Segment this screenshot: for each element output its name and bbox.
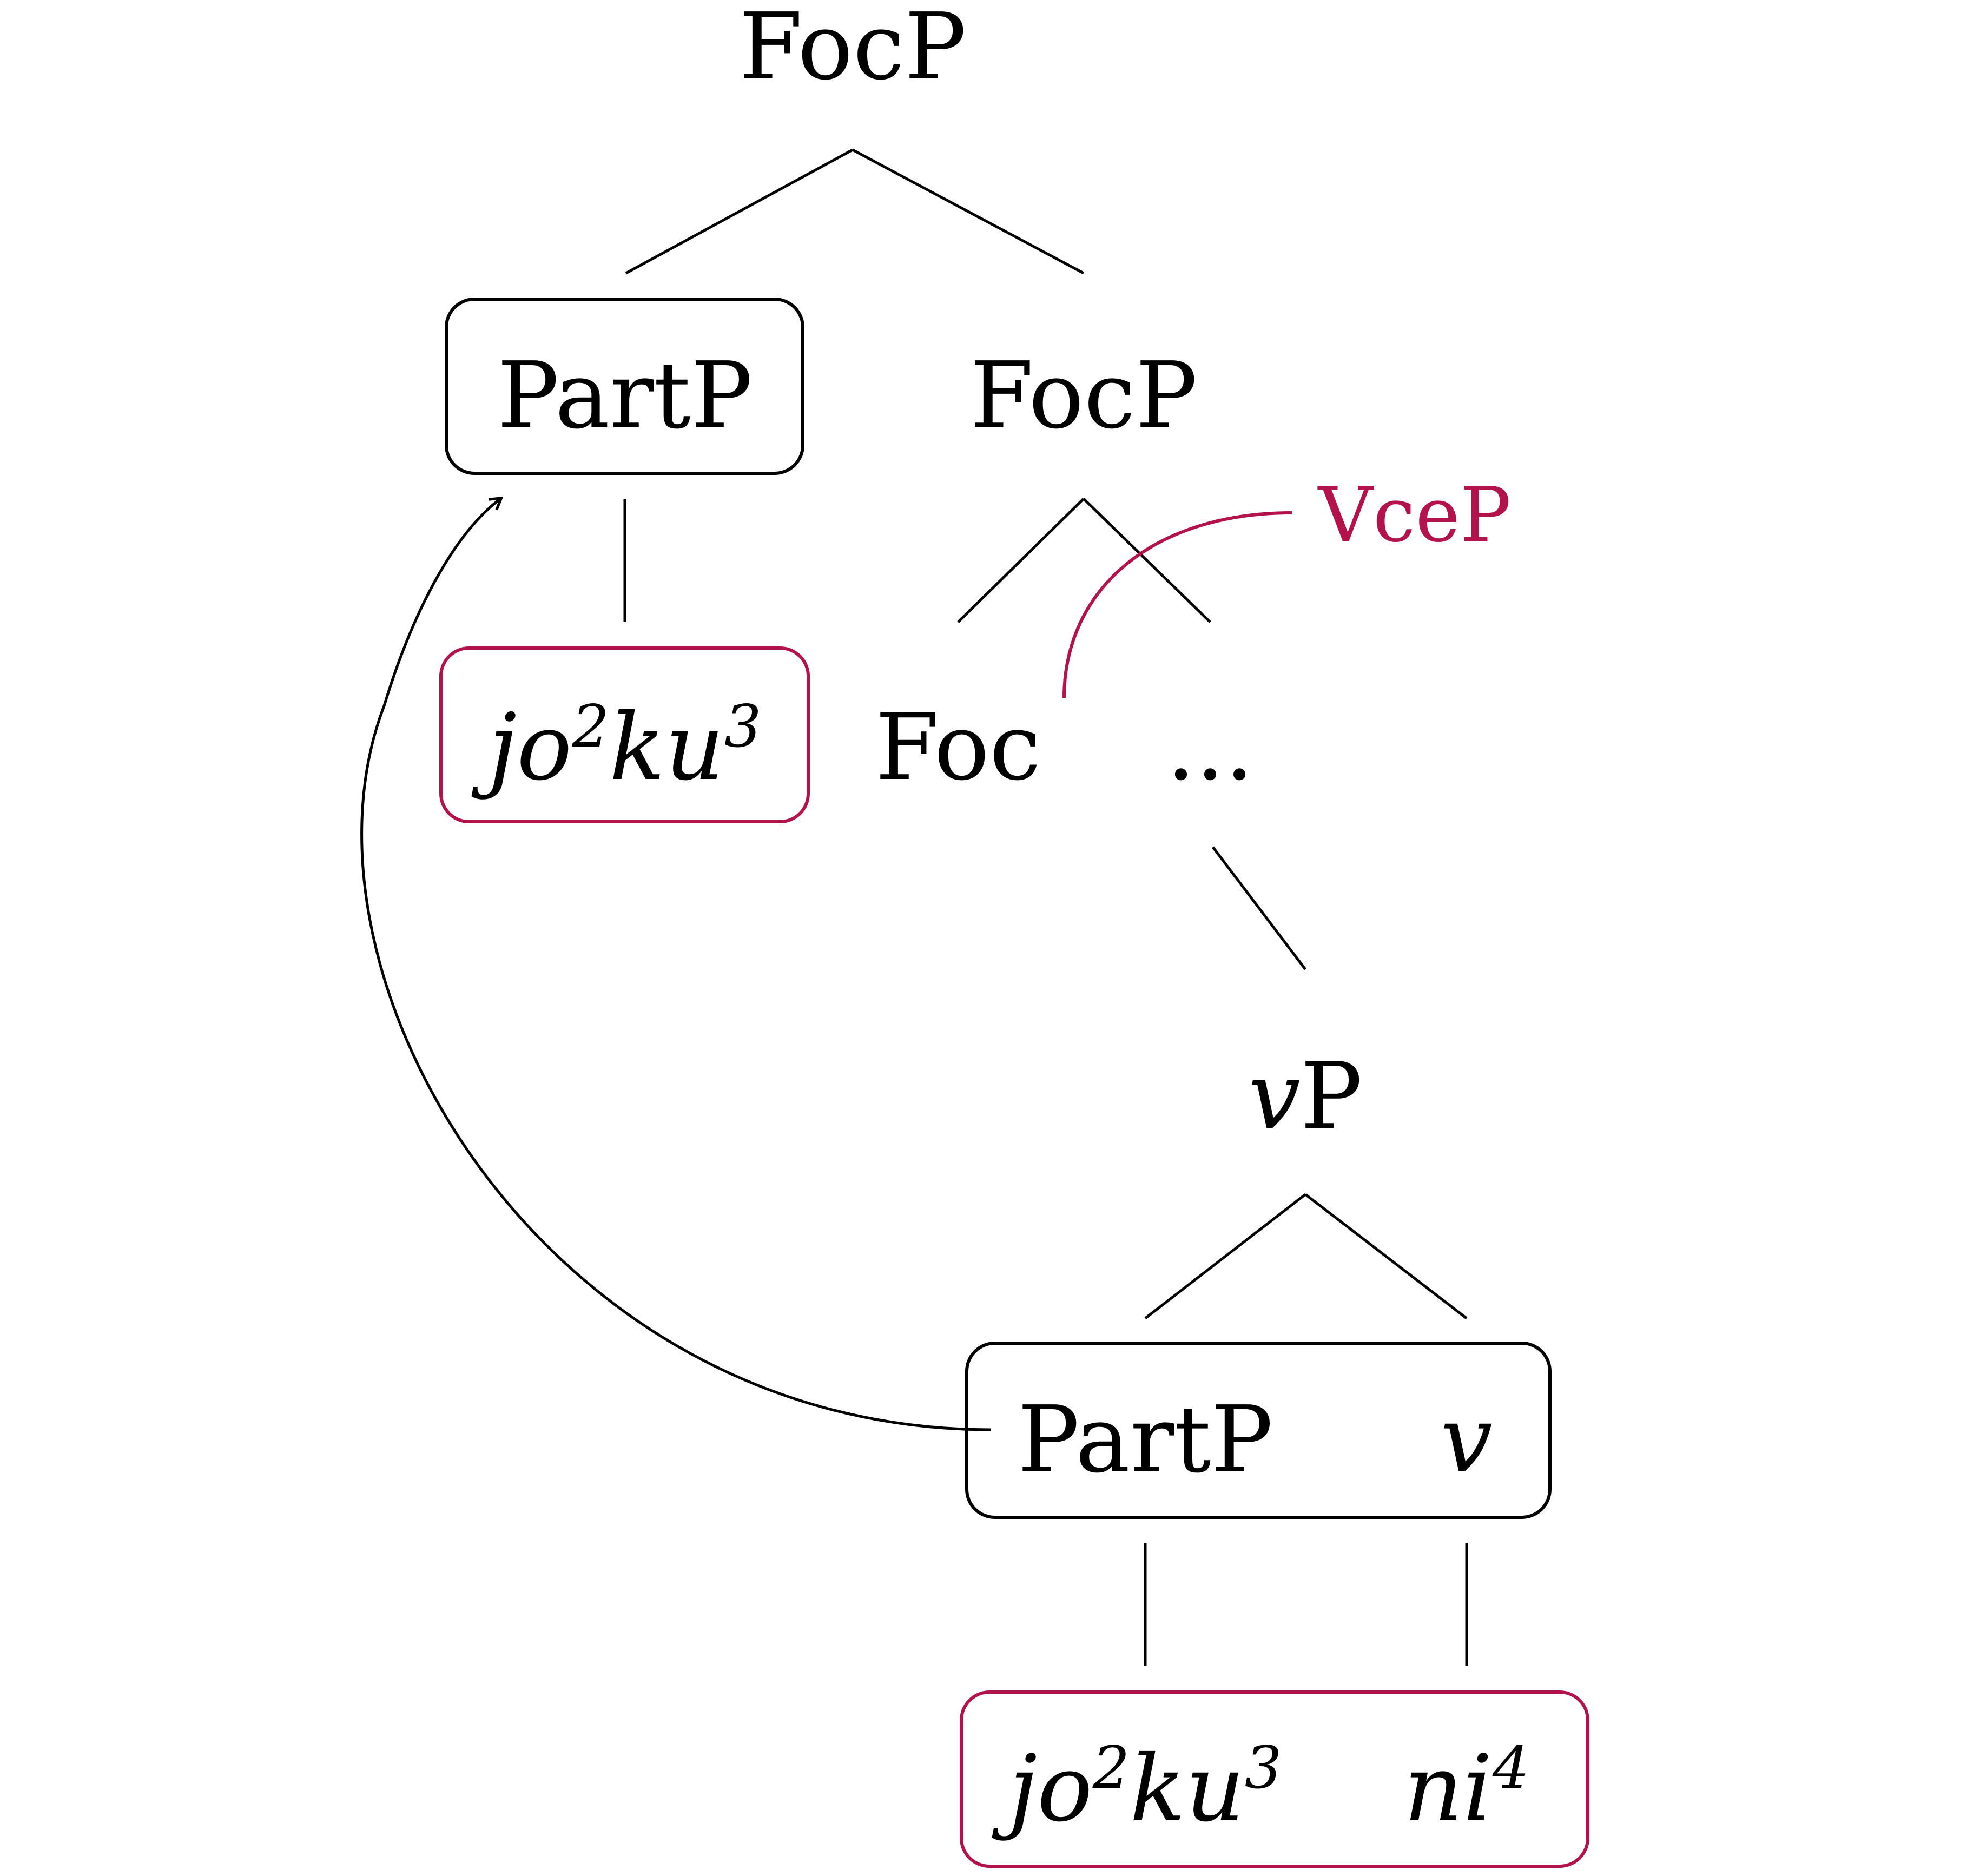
node-ellipsis: ... — [1166, 694, 1254, 801]
branch-root-right — [852, 148, 1085, 275]
branch-focp-bar-left — [957, 498, 1085, 623]
node-upper-partp: PartP — [497, 342, 753, 450]
movement-arrow — [360, 496, 992, 1431]
branch-vp-right — [1304, 1193, 1468, 1319]
node-lower-v: v — [1441, 1386, 1493, 1494]
branch-ellipsis-vp — [1212, 846, 1306, 970]
branch-focp-bar-right — [1083, 498, 1211, 623]
node-foc-head: Foc — [875, 694, 1041, 801]
vcep-label: VceP — [1317, 471, 1512, 559]
branch-vp-left — [1144, 1193, 1306, 1319]
vcep-annotation-curve — [1062, 511, 1292, 698]
upper-word-jo2ku3: jo2ku3 — [471, 693, 762, 801]
lower-word-jo2ku3: jo2ku3 — [992, 1734, 1282, 1842]
upper-partp-box — [445, 298, 804, 475]
lower-word-ni4: ni4 — [1404, 1734, 1530, 1842]
upper-word-box — [439, 646, 810, 823]
node-lower-partp: PartP — [1018, 1386, 1273, 1494]
node-focp-bar: FocP — [970, 342, 1198, 450]
lower-word-box — [960, 1690, 1589, 1868]
branch-root-left — [625, 148, 854, 275]
node-root-focp: FocP — [739, 0, 967, 101]
node-vp: vP — [1249, 1043, 1362, 1150]
